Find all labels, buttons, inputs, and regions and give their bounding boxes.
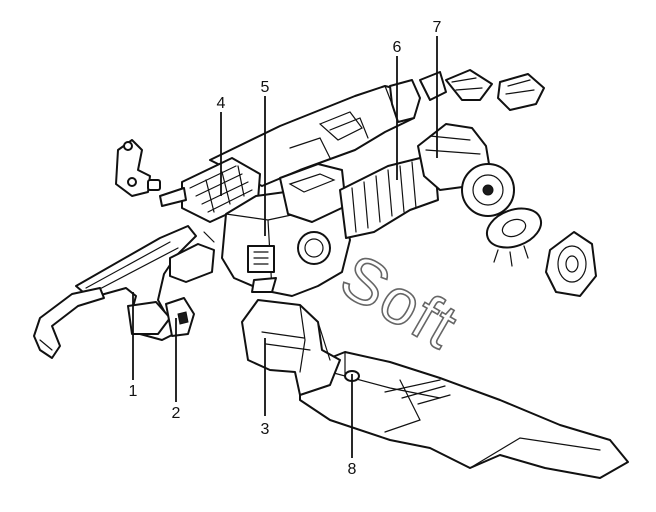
callout-8: 8 <box>348 461 357 478</box>
blower-fan <box>485 207 543 267</box>
callout-2: 2 <box>172 405 181 422</box>
callout-1: 1 <box>129 383 138 400</box>
callout-5: 5 <box>261 79 270 96</box>
lower-floor-duct <box>299 351 629 479</box>
blower-duct <box>339 157 439 239</box>
blower-cover-plate <box>545 231 597 297</box>
watermark-text: Soft <box>329 240 471 363</box>
callout-4: 4 <box>217 95 226 112</box>
blower-motor <box>417 69 545 217</box>
heater-housing <box>169 163 351 297</box>
leader-lines <box>132 36 438 458</box>
control-valve-bracket <box>115 139 161 197</box>
callout-3: 3 <box>261 421 270 438</box>
defroster-nozzle <box>33 225 197 359</box>
rear-vertical-duct <box>241 299 341 396</box>
callout-6: 6 <box>393 39 402 56</box>
callout-7: 7 <box>433 19 442 36</box>
hose-clamp <box>165 297 195 337</box>
